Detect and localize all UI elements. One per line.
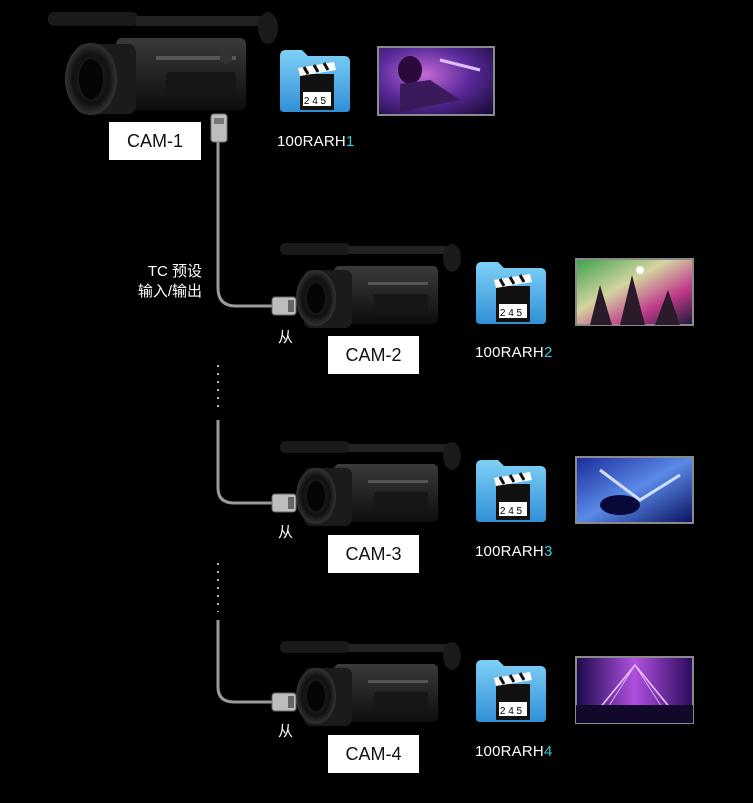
- camcorder-icon-cam2: [280, 243, 461, 328]
- folder-index: 4: [543, 743, 553, 760]
- tc-connector-cam1: [210, 113, 228, 143]
- folder-clapper-icon-1: [280, 50, 350, 112]
- folder-name-2: 100RARH2: [475, 344, 552, 361]
- camcorder-icon-cam4: [280, 641, 461, 726]
- tc-connector-cam2: [271, 296, 297, 316]
- tc-connector-cam3: [271, 493, 297, 513]
- cam-label-3: CAM-3: [328, 535, 419, 573]
- folder-prefix: 100RARH: [277, 133, 346, 150]
- tc-preset-label: TC 预设 输入/输出: [118, 262, 202, 302]
- slave-label-cam3: 从: [278, 524, 294, 541]
- tc-connector-cam4: [271, 692, 297, 712]
- cam-label-1: CAM-1: [109, 122, 201, 160]
- folder-prefix: 100RARH: [475, 543, 544, 560]
- dotted-cable-3: [216, 365, 272, 505]
- clip-thumbnail-3: [575, 456, 694, 524]
- cam-label-4: CAM-4: [328, 735, 419, 773]
- clapper-digits-1: 2 4 5: [304, 96, 327, 107]
- folder-prefix: 100RARH: [475, 344, 544, 361]
- folder-index: 2: [543, 344, 553, 361]
- tc-label-line2: 输入/输出: [137, 283, 202, 300]
- folder-name-1: 100RARH1: [277, 133, 354, 150]
- slave-label-cam2: 从: [278, 329, 294, 346]
- folder-index: 3: [543, 543, 553, 560]
- camcorder-icon-cam1: [48, 12, 278, 115]
- clip-thumbnail-1: [377, 46, 495, 116]
- clapper-digits-2: 2 4 5: [500, 308, 523, 319]
- folder-clapper-icon-2: [476, 262, 546, 324]
- clip-thumbnail-2: [575, 258, 694, 326]
- cam-label-2: CAM-2: [328, 336, 419, 374]
- folder-index: 1: [345, 133, 355, 150]
- folder-clapper-icon-4: [476, 660, 546, 722]
- dotted-cable-4: [216, 563, 272, 704]
- clapper-digits-3: 2 4 5: [500, 506, 523, 517]
- folder-clapper-icon-3: [476, 460, 546, 522]
- slave-label-cam4: 从: [278, 723, 294, 740]
- folder-name-4: 100RARH4: [475, 743, 552, 760]
- folder-name-3: 100RARH3: [475, 543, 552, 560]
- folder-prefix: 100RARH: [475, 743, 544, 760]
- tc-cable: [216, 140, 272, 308]
- camcorder-icon-cam3: [280, 441, 461, 526]
- tc-label-line1: TC 预设: [147, 263, 202, 280]
- clip-thumbnail-4: [575, 656, 694, 724]
- clapper-digits-4: 2 4 5: [500, 706, 523, 717]
